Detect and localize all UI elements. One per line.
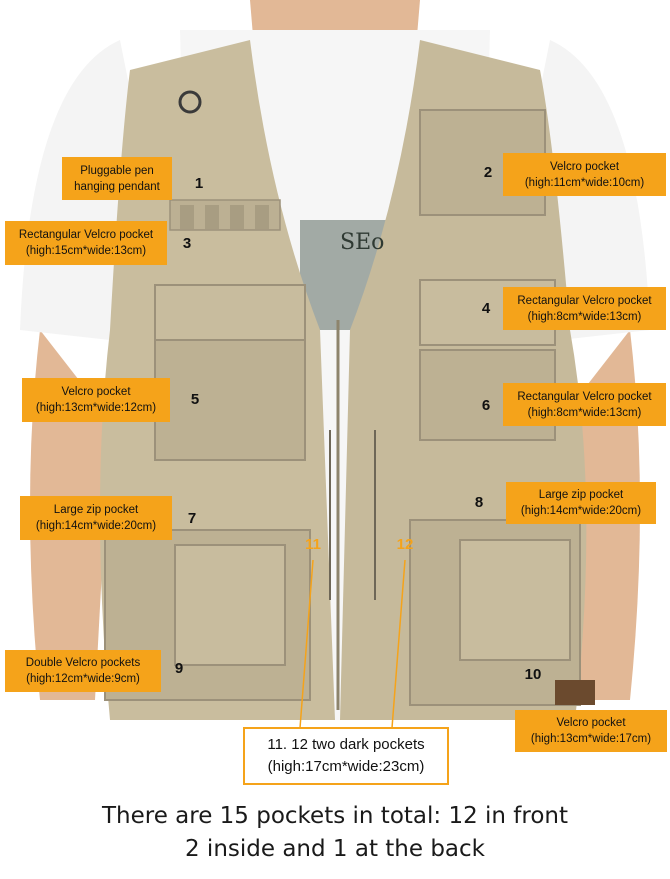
label-4-line2: (high:8cm*wide:13cm) bbox=[527, 310, 642, 323]
label-7-line2: (high:14cm*wide:20cm) bbox=[35, 520, 157, 532]
label-1-line2: hanging pendant bbox=[74, 180, 160, 193]
label-7-line1: Large zip pocket bbox=[53, 504, 139, 516]
marker-5: 5 bbox=[190, 391, 200, 408]
marker-12: 12 bbox=[396, 536, 414, 553]
label-3-line2: (high:15cm*wide:13cm) bbox=[25, 245, 147, 257]
marker-9: 9 bbox=[174, 660, 184, 677]
marker-11: 11 bbox=[305, 536, 321, 553]
shirt-print-text: SEo bbox=[340, 230, 385, 255]
label-5-line1: Velcro pocket bbox=[61, 386, 131, 398]
label-3-line1: Rectangular Velcro pocket bbox=[18, 229, 154, 241]
label-1: Pluggable pen hanging pendant bbox=[62, 157, 172, 200]
label-9: Double Velcro pockets (high:12cm*wide:9c… bbox=[5, 650, 161, 692]
label-10-line1: Velcro pocket bbox=[556, 717, 626, 729]
label-2-line2: (high:11cm*wide:10cm) bbox=[524, 176, 645, 189]
label-2-line1: Velcro pocket bbox=[549, 160, 620, 173]
marker-4: 4 bbox=[481, 300, 491, 317]
caption-line-1: There are 15 pockets in total: 12 in fro… bbox=[101, 803, 569, 829]
label-5-line2: (high:13cm*wide:12cm) bbox=[35, 402, 157, 414]
label-7: Large zip pocket (high:14cm*wide:20cm) bbox=[20, 496, 172, 540]
label-8-line2: (high:14cm*wide:20cm) bbox=[520, 505, 642, 517]
label-9-line1: Double Velcro pockets bbox=[25, 657, 141, 669]
label-5: Velcro pocket (high:13cm*wide:12cm) bbox=[22, 378, 170, 422]
label-6-line1: Rectangular Velcro pocket bbox=[517, 390, 652, 403]
caption-band bbox=[0, 795, 670, 879]
label-1-line1: Pluggable pen bbox=[80, 164, 154, 177]
label-8-line1: Large zip pocket bbox=[538, 489, 624, 501]
marker-2: 2 bbox=[483, 164, 493, 181]
label-2: Velcro pocket (high:11cm*wide:10cm) bbox=[503, 153, 666, 196]
marker-6: 6 bbox=[481, 397, 491, 414]
dark-pockets-line1: 11. 12 two dark pockets bbox=[267, 736, 425, 753]
caption-line-2: 2 inside and 1 at the back bbox=[184, 836, 485, 862]
marker-3: 3 bbox=[182, 235, 192, 252]
label-10: Velcro pocket (high:13cm*wide:17cm) bbox=[515, 710, 667, 752]
label-4-line1: Rectangular Velcro pocket bbox=[517, 294, 652, 307]
label-4: Rectangular Velcro pocket (high:8cm*wide… bbox=[503, 287, 666, 330]
dark-pockets-callout: 11. 12 two dark pockets (high:17cm*wide:… bbox=[243, 727, 449, 785]
label-3: Rectangular Velcro pocket (high:15cm*wid… bbox=[5, 221, 167, 265]
label-10-line2: (high:13cm*wide:17cm) bbox=[530, 733, 652, 745]
label-9-line2: (high:12cm*wide:9cm) bbox=[26, 673, 140, 685]
label-8: Large zip pocket (high:14cm*wide:20cm) bbox=[506, 482, 656, 524]
dark-pockets-line2: (high:17cm*wide:23cm) bbox=[267, 758, 425, 775]
label-6-line2: (high:8cm*wide:13cm) bbox=[527, 406, 642, 419]
marker-7: 7 bbox=[187, 510, 197, 527]
label-6: Rectangular Velcro pocket (high:8cm*wide… bbox=[503, 383, 666, 426]
marker-10: 10 bbox=[524, 666, 542, 683]
marker-1: 1 bbox=[194, 175, 204, 192]
marker-8: 8 bbox=[474, 494, 484, 511]
